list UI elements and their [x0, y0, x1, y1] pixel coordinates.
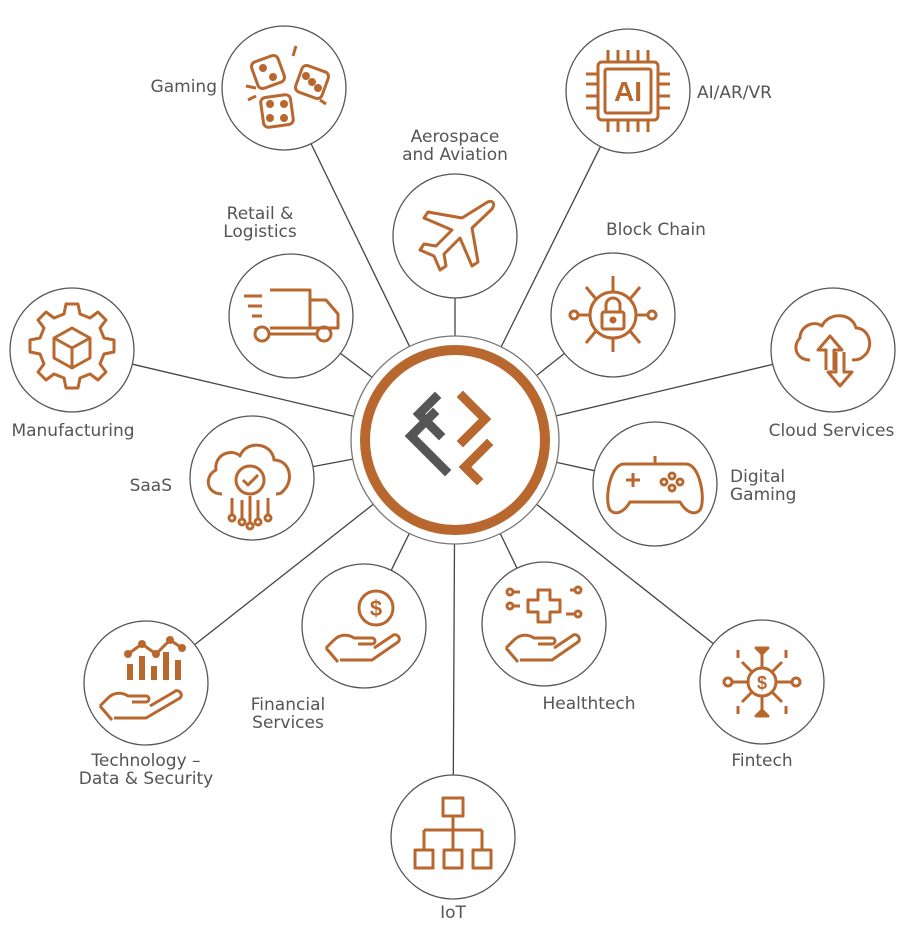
- node-digital-gaming: [592, 421, 718, 547]
- node-circle: [228, 253, 354, 379]
- connector-line-saas: [312, 458, 353, 468]
- node-circle: [699, 619, 825, 745]
- connector-line-iot: [452, 543, 456, 776]
- label-fintech: Fintech: [731, 751, 793, 771]
- node-circle: [301, 563, 427, 689]
- label-blockchain: Block Chain: [606, 220, 706, 240]
- label-aerospace: Aerospace and Aviation: [402, 127, 508, 165]
- node-circle: [83, 620, 209, 746]
- label-ai-ar-vr: AI/AR/VR: [697, 83, 772, 103]
- node-technology: [83, 620, 209, 746]
- gear-cube-icon: [28, 302, 116, 390]
- label-iot: IoT: [440, 903, 466, 923]
- label-financial: Financial Services: [250, 695, 326, 733]
- connector-line-gaming: [310, 143, 411, 347]
- dice-icon: [245, 45, 331, 129]
- cloud-transfer-icon: [794, 314, 872, 388]
- label-gaming: Gaming: [150, 77, 217, 97]
- node-cloud: [770, 287, 896, 413]
- node-circle: [481, 561, 607, 687]
- lock-network-icon: [568, 276, 658, 352]
- node-circle: [550, 252, 676, 378]
- node-retail: [228, 253, 354, 379]
- svg-text:$: $: [370, 596, 382, 621]
- connector-line-financial: [390, 533, 410, 571]
- connector-line-manufacturing: [132, 363, 354, 417]
- hierarchy-icon: [413, 796, 493, 870]
- hub-outer-ring: [350, 335, 560, 545]
- label-technology: Technology – Data & Security: [78, 751, 214, 789]
- node-blockchain: [550, 252, 676, 378]
- label-manufacturing: Manufacturing: [11, 421, 135, 441]
- node-circle: [189, 415, 315, 541]
- hand-dollar-icon: $: [324, 589, 401, 663]
- label-digital-gaming: Digital Gaming: [730, 467, 797, 505]
- connector-lines: [132, 143, 773, 776]
- connector-line-digital-gaming: [556, 461, 595, 472]
- node-financial: $: [301, 563, 427, 689]
- hand-medical-cross-icon: [504, 585, 583, 663]
- connector-line-healthtech: [499, 533, 518, 569]
- label-saas: SaaS: [129, 476, 172, 496]
- hand-chart-icon: [98, 636, 186, 721]
- connector-line-ai-ar-vr: [500, 146, 602, 348]
- label-retail: Retail & Logistics: [223, 204, 297, 242]
- node-iot: [390, 774, 516, 900]
- connector-line-fintech: [536, 503, 714, 645]
- connector-line-technology: [194, 503, 374, 646]
- node-circle: [221, 25, 347, 151]
- airplane-icon: [418, 199, 496, 272]
- node-ai-ar-vr: AI: [565, 28, 691, 154]
- svg-text:AI: AI: [614, 76, 642, 107]
- node-fintech: $: [699, 619, 825, 745]
- gamepad-icon: [606, 456, 704, 515]
- node-gaming: [221, 25, 347, 151]
- delivery-truck-icon: [244, 288, 340, 343]
- node-circle: [592, 421, 718, 547]
- node-manufacturing: [9, 287, 135, 413]
- hub-accent-ring: [360, 345, 550, 535]
- node-saas: [189, 415, 315, 541]
- dollar-network-icon: $: [722, 646, 802, 718]
- node-aerospace: [392, 173, 518, 299]
- node-circle: [565, 28, 691, 154]
- ai-chip-icon: AI: [586, 50, 670, 132]
- hub: [350, 335, 560, 545]
- node-circle: [392, 173, 518, 299]
- connector-line-retail: [340, 352, 373, 378]
- interlocking-s-logo-icon: [404, 390, 494, 486]
- connector-line-cloud: [556, 363, 773, 417]
- label-healthtech: Healthtech: [542, 694, 636, 714]
- connector-line-blockchain: [536, 352, 565, 376]
- svg-text:$: $: [757, 673, 767, 693]
- cloud-check-icon: [206, 443, 291, 531]
- node-healthtech: [481, 561, 607, 687]
- label-cloud: Cloud Services: [768, 421, 895, 441]
